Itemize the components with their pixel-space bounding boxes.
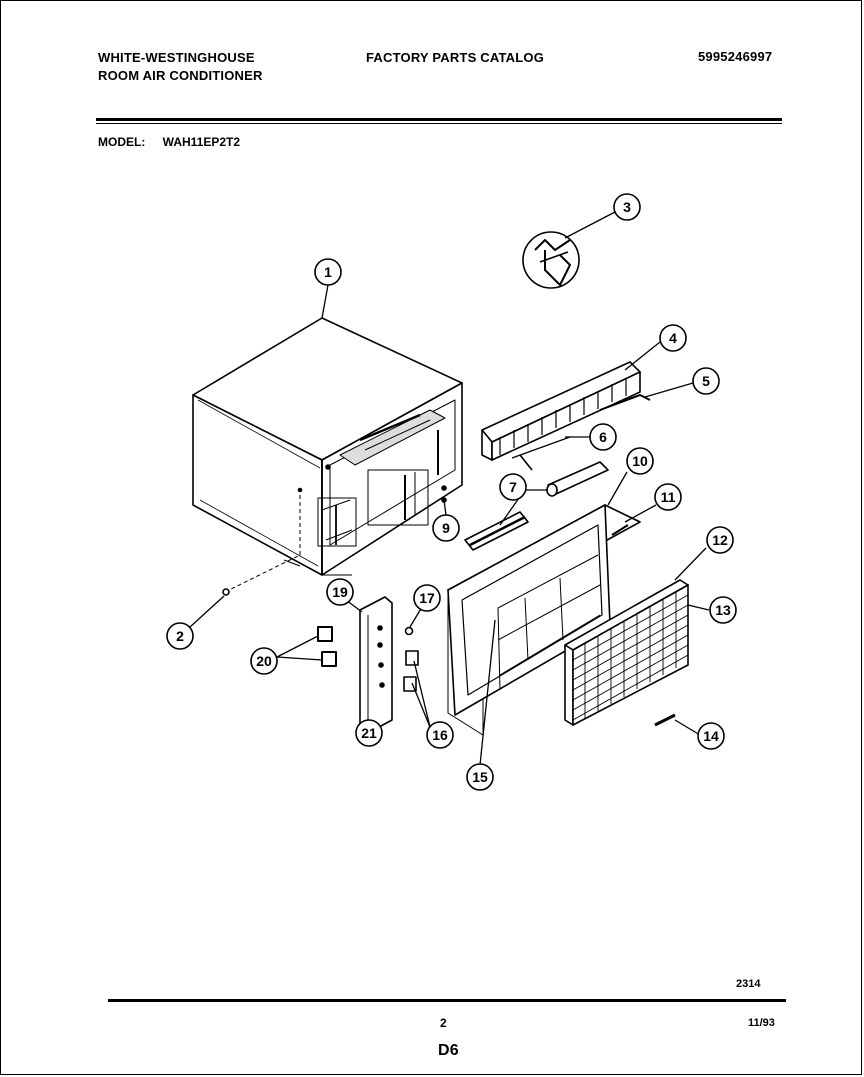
section-code: D6 [438,1042,459,1059]
callout-19 [326,578,354,606]
callout-5 [692,367,720,395]
callout-17 [413,584,441,612]
callout-label-9: 9 [442,520,450,536]
callout-label-2: 2 [176,628,184,644]
callout-label-3: 3 [623,199,631,215]
callout-6 [589,423,617,451]
callout-2 [166,622,194,650]
brand-line-1: WHITE-WESTINGHOUSE [98,50,255,65]
model-label: MODEL: [98,135,146,149]
callout-16 [426,721,454,749]
callout-label-16: 16 [432,727,448,743]
callout-label-7: 7 [509,479,517,495]
callout-label-13: 13 [715,602,731,618]
callout-label-1: 1 [324,264,332,280]
catalog-number: 5995246997 [698,49,773,64]
callout-3 [613,193,641,221]
model-line: MODEL: WAH11EP2T2 [98,135,240,149]
footer-rule [108,999,786,1002]
callout-label-19: 19 [332,584,348,600]
header-rule-thin [96,123,782,124]
callout-label-21: 21 [361,725,377,741]
callout-4 [659,324,687,352]
callout-20 [250,647,278,675]
callout-label-6: 6 [599,429,607,445]
callout-label-20: 20 [256,653,272,669]
callout-label-4: 4 [669,330,677,346]
callout-1 [314,258,342,286]
callout-11 [654,483,682,511]
callout-label-12: 12 [712,532,728,548]
callout-12 [706,526,734,554]
callout-14 [697,722,725,750]
callout-label-10: 10 [632,453,648,469]
page-number: 2 [440,1016,447,1030]
cabinet-drawing [192,317,463,576]
brand-line-2: ROOM AIR CONDITIONER [98,68,263,83]
callout-13 [709,596,737,624]
callout-label-14: 14 [703,728,719,744]
model-number: WAH11EP2T2 [162,135,241,149]
catalog-title: FACTORY PARTS CATALOG [366,50,545,65]
figure-code: 2314 [736,978,761,990]
callout-label-11: 11 [661,489,676,505]
callout-15 [466,763,494,791]
header-rule-thick [96,118,782,121]
callout-9 [432,514,460,542]
callout-label-17: 17 [419,590,435,606]
revision-date: 11/93 [748,1017,775,1029]
callout-label-5: 5 [702,373,710,389]
callout-21 [355,719,383,747]
callout-10 [626,447,654,475]
callout-label-15: 15 [472,769,488,785]
callout-7 [499,473,527,501]
